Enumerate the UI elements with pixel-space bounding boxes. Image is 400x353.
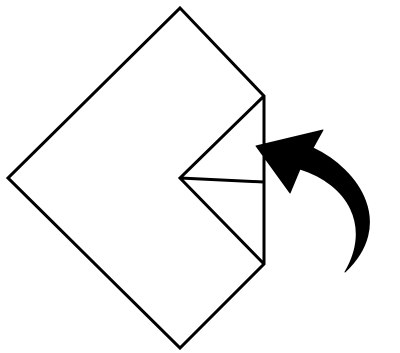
origami-fold-diagram bbox=[0, 0, 400, 353]
diagram-svg bbox=[0, 0, 400, 353]
